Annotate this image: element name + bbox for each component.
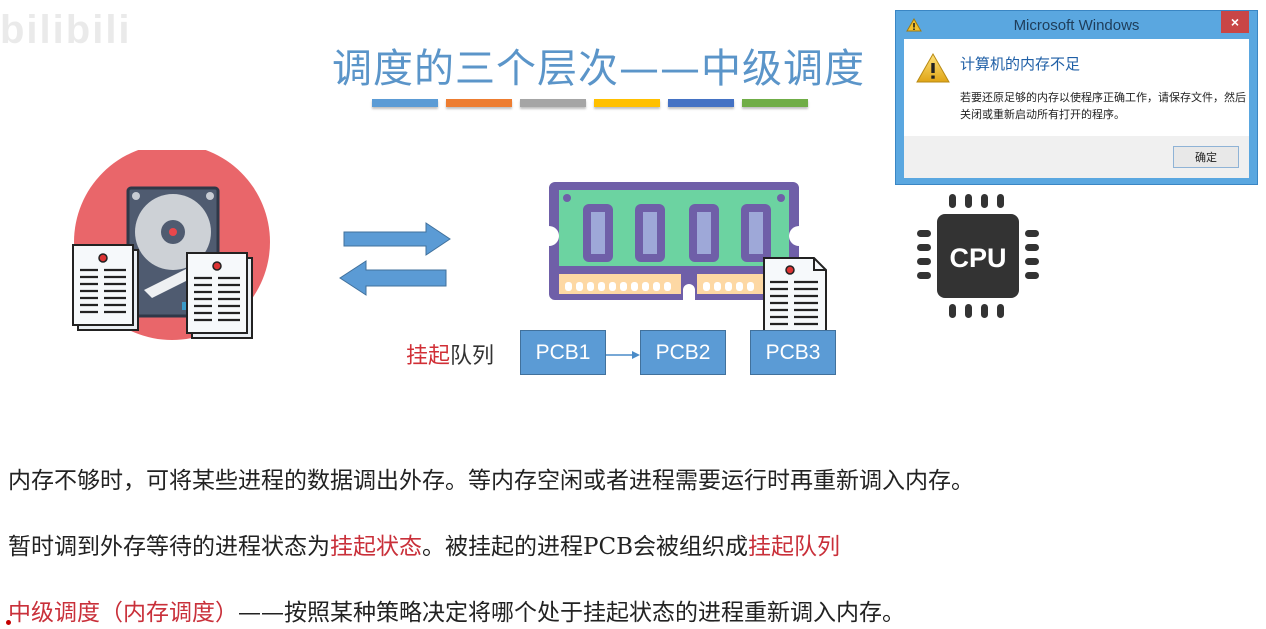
warning-icon [906,17,922,36]
dialog-body: 计算机的内存不足 若要还原足够的内存以使程序正确工作，请保存文件，然后关闭或重新… [904,39,1249,136]
text-line-1: 内存不够时，可将某些进程的数据调出外存。等内存空闲或者进程需要运行时再重新调入内… [8,468,974,494]
suspend-word: 挂起 [406,344,451,369]
pcb-box: PCB1 [520,330,606,375]
text-line-3: 中级调度（内存调度）——按照某种策略决定将哪个处于挂起状态的进程重新调入内存。 [8,593,905,627]
dialog-heading: 计算机的内存不足 [960,55,1081,73]
dialog-titlebar[interactable]: Microsoft Windows × [896,11,1257,39]
bilibili-watermark: bilibili [0,8,132,52]
cpu-chip-icon: CPU [915,192,1045,324]
queue-word: 队列 [450,344,495,369]
color-bar [668,99,734,107]
color-bar [742,99,808,107]
hard-disk-icon [70,144,270,354]
color-bar-strip [372,99,808,107]
suspend-queue-label: 挂起队列 [406,338,494,370]
dialog-message: 若要还原足够的内存以使程序正确工作，请保存文件，然后关闭或重新启动所有打开的程序… [960,91,1246,121]
color-bar [372,99,438,107]
dialog-footer: 确定 [904,136,1249,178]
color-bar [446,99,512,107]
text-line-2: 暂时调到外存等待的进程状态为挂起状态。被挂起的进程PCB会被组织成挂起队列 [8,527,840,561]
warning-icon [916,52,950,87]
close-button[interactable]: × [1221,11,1249,33]
document-icon [72,244,139,331]
text-segment: 暂时调到外存等待的进程状态为 [8,534,330,560]
slide-title: 调度的三个层次——中级调度 [332,46,865,92]
document-icon [186,252,253,339]
swap-arrows [338,222,456,306]
highlight-medium-term-scheduling: 中级调度（内存调度） [8,600,238,626]
highlight-suspend-queue: 挂起队列 [747,534,840,560]
text-segment: ——按照某种策略决定将哪个处于挂起状态的进程重新调入内存。 [238,600,905,626]
color-bar [520,99,586,107]
arrow-right-icon [343,222,451,256]
cpu-label: CPU [949,243,1006,273]
pcb-box: PCB2 [640,330,726,375]
dialog-title: Microsoft Windows [1013,17,1140,34]
arrow-right-icon [606,346,640,365]
pointer-dot [6,620,11,625]
highlight-suspend-state: 挂起状态 [330,534,422,560]
color-bar [594,99,660,107]
text-segment: 。被挂起的进程PCB会被组织成 [422,534,748,560]
pcb-box: PCB3 [750,330,836,375]
memory-module-icon [545,178,805,312]
low-memory-dialog: Microsoft Windows × 计算机的内存不足 若要还原足够的内存以使… [895,10,1258,185]
ok-button[interactable]: 确定 [1173,146,1239,168]
document-icon [762,256,830,336]
arrow-left-icon [339,260,447,296]
